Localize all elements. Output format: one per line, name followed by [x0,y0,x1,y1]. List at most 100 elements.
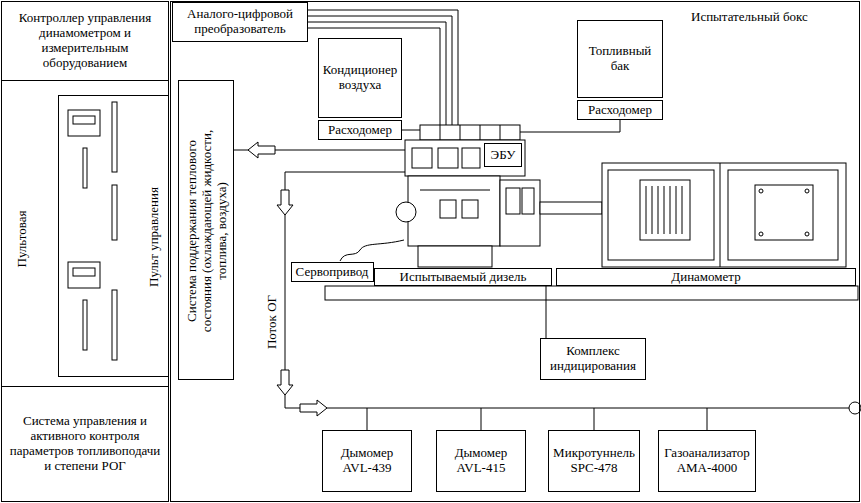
flow-lines-part [277,190,293,215]
engine-drawing-part [540,202,602,214]
flow-lines-part [594,408,595,430]
adc-box: Аналого-цифровой преобразователь [172,2,308,42]
node-label: Динамометр [671,270,740,285]
dynamometer-drawing-part [805,189,809,193]
engine-drawing-part [462,200,478,218]
engine-drawing-part [405,140,525,176]
flowmeter-box: Расходомер [577,100,663,120]
engine-drawing-part [420,125,520,140]
air-conditioner-box: Кондиционер воздуха [318,38,402,118]
dynamometer-drawing-part [759,232,763,236]
indication-box: Комплекс индицирования [540,338,646,380]
engine-drawing-part [420,190,490,191]
controller-box: Контроллер управления динамометром и изм… [1,1,169,81]
dynamometer-drawing-part [759,189,763,193]
node-label: Система управления и активного контроля … [5,414,165,474]
signal-wires-part [308,28,440,125]
test-cell: Испытательный бокс Аналого-цифровой преоб… [170,1,860,502]
console-panel-part [112,102,117,172]
console-panel-part [73,116,95,124]
flow-lines-part [707,408,708,430]
dynamometer-drawing-part [646,186,682,234]
flow-lines-part [300,400,327,416]
console-panel-part [112,185,117,240]
dynamometer-drawing-part [805,232,809,236]
rotated-label-holder: Пульт управления [147,187,162,287]
node-label: Кондиционер воздуха [322,63,398,93]
rotated-label-holder: Поток ОГ [265,295,280,349]
thermal-system-box: Система поддержания теплового состояния … [178,80,234,380]
dynamometer-drawing-part [720,163,721,267]
dynamometer-drawing [325,163,858,300]
servo-box: Сервопривод [291,262,374,282]
dynamometer-label-box: Динамометр [556,268,856,286]
flow-lines-part [481,408,482,430]
dynamometer-drawing-part [602,163,846,267]
dynamometer-drawing-part [608,170,714,260]
rotated-label-holder: Пультовая [15,211,30,268]
node-label: Сервопривод [296,265,369,280]
flow-lines-part [248,142,275,158]
node-label: Пульт управления [147,187,162,287]
node-label: Дымомер AVL-439 [326,446,408,476]
gas-analyzer-box: Газоанализатор AMA-4000 [658,430,756,492]
flowmeter-box: Расходомер [318,120,402,140]
control-room: Пультовая Контроллер управления динамомет… [1,1,169,502]
heading-holder: Испытательный бокс [691,10,808,25]
control-system-box: Система управления и активного контроля … [1,386,169,502]
engine-drawing-part [418,246,492,267]
ecu-box: ЭБУ [484,143,522,167]
console-panel-part [68,262,100,288]
flow-lines [234,142,861,430]
node-label: Система поддержания теплового состояния … [185,114,230,349]
console-panel-part [112,290,117,360]
flow-lines-part [285,172,849,408]
console-panel-part [83,148,87,188]
smoke-meter-box: Дымомер AVL-415 [436,430,526,492]
engine-drawing-part [408,176,500,246]
console-panel [68,102,117,360]
console-panel-part [73,268,95,276]
dynamometer-drawing-part [755,185,813,240]
engine-drawing-part [396,202,416,222]
node-label: Топливный бак [581,44,659,74]
node-label: Газоанализатор AMA-4000 [662,446,752,476]
engine-drawing-part [506,188,520,214]
smoke-meter-box: Дымомер AVL-439 [322,430,412,492]
dynamometer-drawing-part [728,170,838,260]
microtunnel-box: Микротуннель SPC-478 [548,430,640,492]
dynamometer-drawing-part [640,180,690,240]
signal-wires-part [308,10,458,125]
node-label: Микротуннель SPC-478 [552,446,636,476]
engine-drawing-part [340,240,404,261]
connector-line [546,286,547,338]
fuel-tank-box: Топливный бак [577,20,663,98]
node-label: Расходомер [328,123,392,138]
node-label: ЭБУ [491,148,516,163]
console-panel-part [83,300,87,350]
flow-lines-part [367,408,368,430]
signal-wires-part [308,16,452,125]
engine-label-box: Испытываемый дизель [374,268,552,286]
rotated-label-holder: Система поддержания теплового состояния … [185,114,230,349]
engine-drawing-part [500,180,540,246]
console-panel-part [68,110,100,136]
engine-drawing-part [412,148,432,168]
node-label: Испытательный бокс [691,10,808,25]
signal-wires-part [520,120,620,132]
signal-wires-part [402,130,420,131]
node-label: Аналого-цифровой преобразователь [176,7,304,37]
node-label: Контроллер управления динамометром и изм… [5,11,165,71]
engine-drawing-part [440,125,500,140]
node-label: Пультовая [15,211,30,268]
engine-drawing-part [522,188,534,214]
node-label: Комплекс индицирования [544,344,642,374]
node-label: Испытываемый дизель [400,270,527,285]
engine-drawing-part [438,148,458,168]
node-label: Дымомер AVL-415 [440,446,522,476]
engine-drawing [340,125,602,267]
dynamometer-drawing-part [325,286,858,300]
signal-wires-part [308,22,446,125]
flow-lines-part [277,370,293,395]
